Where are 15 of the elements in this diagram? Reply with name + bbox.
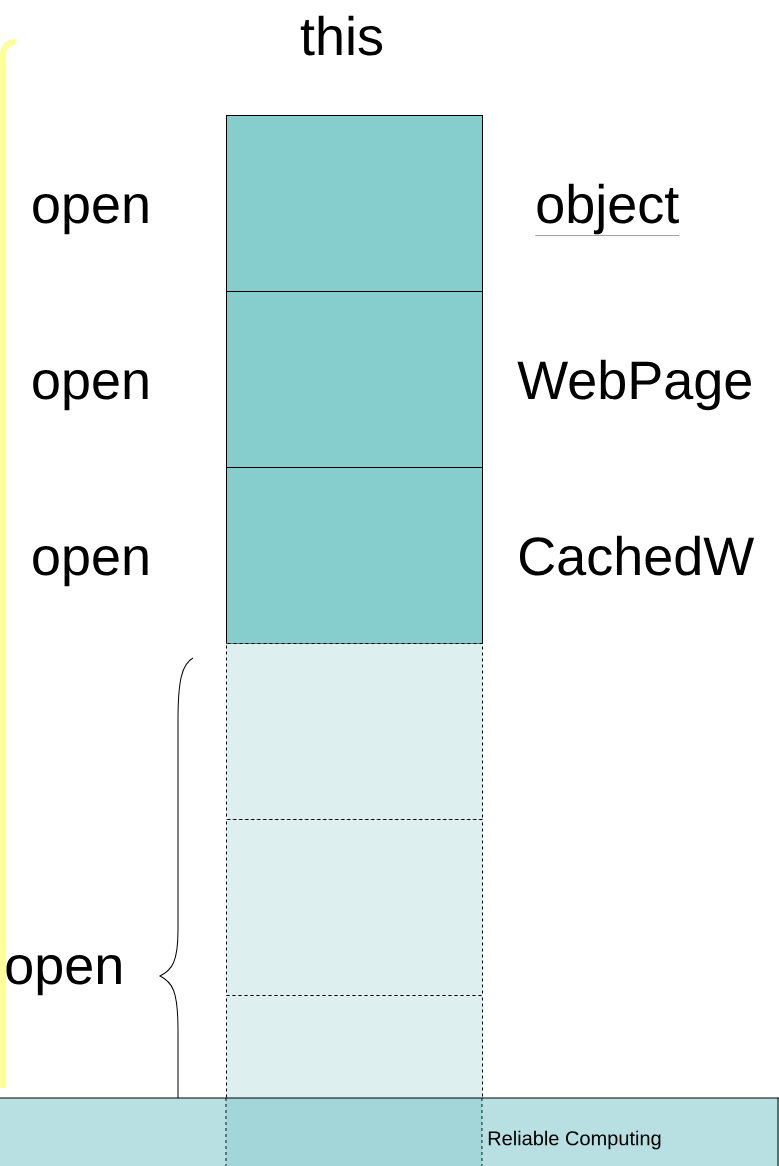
side-label: CachedW xyxy=(519,535,755,576)
stack-cell xyxy=(226,291,483,468)
stack-cell xyxy=(226,643,483,820)
stack-cell xyxy=(226,115,483,292)
side-label: open xyxy=(33,545,148,587)
title: this xyxy=(300,15,383,56)
side-label: object xyxy=(535,183,680,236)
stack-cell xyxy=(226,995,483,1099)
stack-cell xyxy=(226,819,483,996)
stack-cell xyxy=(226,467,483,644)
side-label: open xyxy=(33,369,148,411)
brace-label: open xyxy=(6,954,121,996)
footer-band: Reliable Computing xyxy=(0,1097,779,1166)
side-label: WebPage xyxy=(517,359,751,411)
side-label: open xyxy=(33,193,148,235)
